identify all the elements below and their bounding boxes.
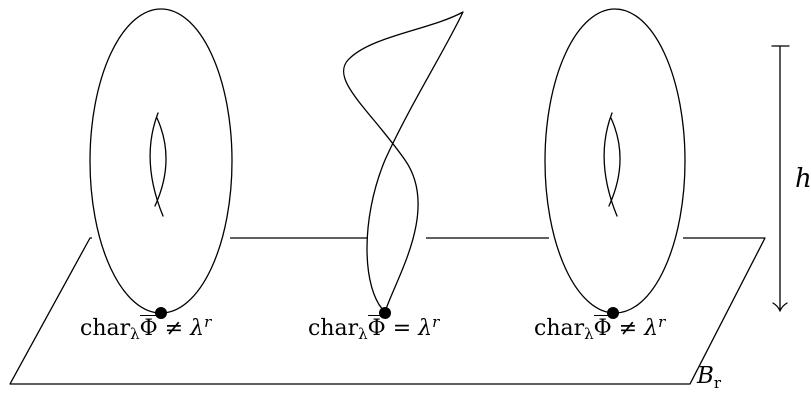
fiber-label-right: charλΦ ≠ λr	[534, 313, 666, 343]
degenerate-fiber-middle	[342, 11, 464, 313]
plane-occluder-left	[92, 232, 230, 246]
plane-occluder-right	[549, 232, 683, 246]
fiber-label-left: charλΦ ≠ λr	[80, 313, 212, 343]
torus-fiber-right	[544, 8, 686, 314]
base-point-middle	[379, 307, 391, 319]
height-label: h	[795, 164, 811, 194]
torus-fiber-left	[89, 8, 233, 314]
fiber-label-middle: charλΦ = λr	[308, 313, 440, 343]
base-label: Br	[697, 363, 722, 392]
base-point-left	[155, 307, 167, 319]
height-arrow	[771, 45, 790, 312]
base-point-right	[607, 307, 619, 319]
plane-occluder-middle	[368, 232, 426, 246]
base-plane	[9, 237, 766, 385]
